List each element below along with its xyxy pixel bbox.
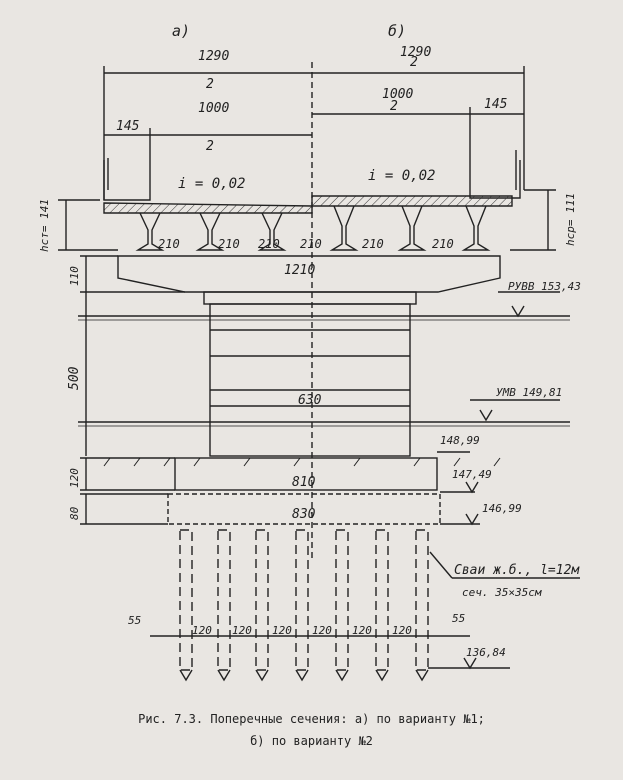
carriage-b-num: 1000 (382, 87, 413, 102)
half-width-b-den: 2 (410, 55, 418, 70)
label-variant-b: б) (388, 22, 406, 40)
beam-spacing-4: 210 (300, 237, 322, 251)
carriage-b-den: 2 (390, 99, 398, 114)
pier-collar (203, 291, 417, 305)
grillage-width: 830 (292, 507, 316, 522)
body-height: 500 (67, 366, 82, 390)
carriage-a-den: 2 (206, 139, 214, 154)
footing-height: 120 (68, 468, 81, 488)
half-width-a-den: 2 (206, 77, 214, 92)
elev-grillage-bottom: 146,99 (482, 502, 522, 515)
beams-a (135, 212, 287, 251)
half-width-a-num: 1290 (198, 49, 229, 64)
grillage (167, 493, 441, 525)
slope-a: i = 0,02 (178, 176, 245, 192)
elev-ruvv: РУВВ 153,43 (508, 280, 581, 293)
elev-mid: 147,49 (452, 468, 492, 481)
height-a: hст= 141 (38, 199, 51, 252)
cap-width: 1210 (284, 263, 315, 278)
pile-spacing-1: 120 (192, 624, 212, 637)
pier-cap (117, 255, 501, 293)
slope-b: i = 0,02 (368, 168, 435, 184)
elev-pile-tip: 136,84 (466, 646, 506, 659)
beam-spacing-1: 210 (158, 237, 180, 251)
sidewalk-right (469, 160, 521, 199)
beam-spacing-6: 210 (432, 237, 454, 251)
footing-width: 810 (292, 475, 316, 490)
beam-spacing-5: 210 (362, 237, 384, 251)
pile-spacing-6: 120 (392, 624, 412, 637)
sidewalk-a-dim: 145 (116, 119, 140, 134)
pile-tips (179, 669, 429, 682)
label-variant-a: а) (172, 22, 190, 40)
caption-line-2: б) по варианту №2 (250, 734, 373, 748)
deck-slab-b (311, 195, 513, 207)
cap-height: 110 (68, 266, 81, 286)
pier-body (209, 303, 411, 457)
body-width: 630 (298, 393, 322, 408)
deck-slab-a (103, 202, 313, 214)
pile-spacing-5: 120 (352, 624, 372, 637)
pile-edge-left: 55 (128, 614, 141, 627)
beam-spacing-3: 210 (258, 237, 280, 251)
sidewalk-b-dim: 145 (484, 97, 508, 112)
pile-edge-right: 55 (452, 612, 465, 625)
piles (179, 529, 429, 671)
carriage-a-num: 1000 (198, 101, 229, 116)
pile-spacing-4: 120 (312, 624, 332, 637)
ground-hatching (103, 457, 501, 467)
elev-umv: УМВ 149,81 (496, 386, 562, 399)
sidewalk-left (103, 160, 151, 201)
half-width-b-num: 1290 (400, 45, 431, 60)
caption-line-1: Рис. 7.3. Поперечные сечения: а) по вари… (138, 712, 485, 726)
beam-spacing-2: 210 (218, 237, 240, 251)
pile-spacing-2: 120 (232, 624, 252, 637)
pile-spacing-3: 120 (272, 624, 292, 637)
piles-note-2: сеч. 35×35см (462, 586, 542, 599)
grillage-height: 80 (68, 506, 81, 520)
piles-note-1: Сваи ж.б., l=12м (454, 563, 580, 578)
footing (174, 457, 438, 491)
height-b: hср= 111 (564, 193, 577, 246)
beams-b (329, 205, 491, 251)
elev-footing-top: 148,99 (440, 434, 480, 447)
